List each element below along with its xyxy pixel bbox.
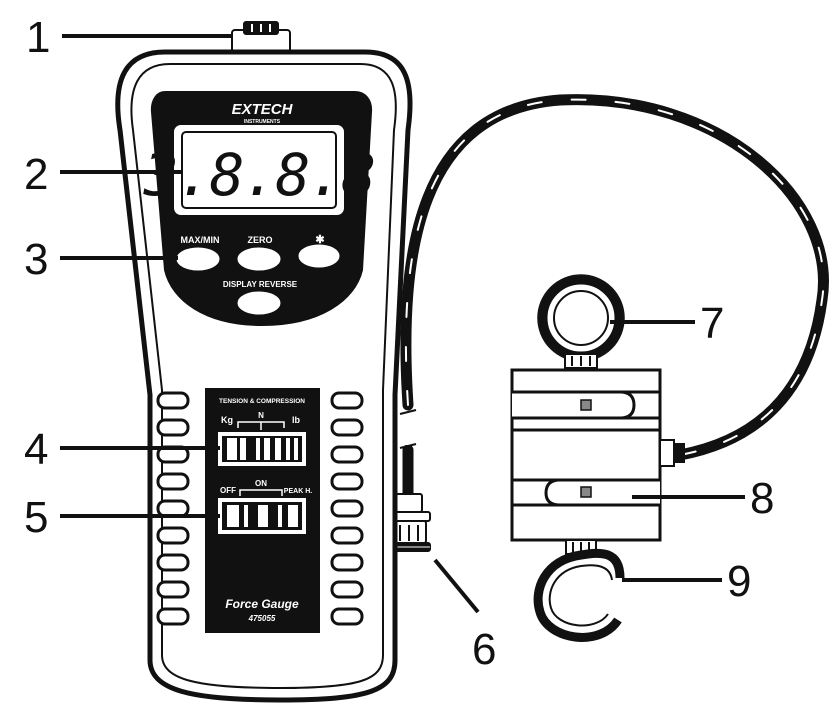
sensor-cable [400, 94, 829, 501]
grip-right [330, 391, 364, 626]
zero-label: ZERO [247, 235, 272, 245]
extech-logo: EXTECH INSTRUMENTS [232, 101, 294, 125]
brand-name: EXTECH [232, 101, 294, 118]
callout-numbers: 1 2 3 4 5 6 7 8 9 [24, 13, 774, 674]
callout-5: 5 [24, 493, 48, 542]
eye-bolt-top [537, 274, 625, 369]
model-number: 475055 [248, 614, 276, 623]
callout-4: 4 [24, 425, 48, 474]
unit-lb-label: lb [292, 415, 301, 425]
mode-label: TENSION & COMPRESSION [219, 398, 305, 405]
display-reverse-button[interactable] [237, 291, 281, 315]
button-panel: MAX/MIN ZERO ✱ DISPLAY REVERSE [176, 234, 340, 315]
zero-button[interactable] [237, 247, 281, 271]
callout-9: 9 [727, 557, 751, 606]
callout-2: 2 [24, 150, 48, 199]
display-reverse-label: DISPLAY REVERSE [223, 280, 298, 289]
product-name: Force Gauge [225, 597, 299, 611]
grip-left [156, 391, 190, 626]
max-min-button[interactable] [176, 247, 220, 271]
callout-1: 1 [26, 13, 50, 62]
cable-break [398, 409, 418, 449]
max-min-label: MAX/MIN [181, 235, 220, 245]
power-peak-label: PEAK H. [284, 488, 312, 495]
unit-n-label: N [258, 411, 264, 420]
meter-top-connector [231, 21, 291, 55]
s-type-load-cell [510, 368, 685, 542]
unit-kg-label: Kg [221, 415, 233, 425]
display-reading: 3.8.8.8 [143, 141, 374, 209]
brand-sub: INSTRUMENTS [244, 119, 281, 125]
power-on-label: ON [255, 479, 267, 488]
power-off-label: OFF [220, 486, 236, 495]
callout-7: 7 [700, 299, 724, 348]
backlight-icon: ✱ [315, 234, 324, 246]
cable-connector [387, 493, 431, 552]
callout-6: 6 [472, 625, 496, 674]
lcd-display: 3.8.8.8 [143, 125, 376, 215]
hook-bottom [533, 539, 625, 642]
lower-panel: TENSION & COMPRESSION Kg N lb OFF ON PEA… [205, 388, 320, 633]
callout-lines [60, 34, 745, 614]
callout-8: 8 [750, 474, 774, 523]
power-switch[interactable]: OFF ON PEAK H. [218, 479, 312, 534]
backlight-button[interactable] [298, 244, 340, 268]
unit-switch[interactable]: Kg N lb [218, 411, 306, 466]
callout-3: 3 [24, 235, 48, 284]
